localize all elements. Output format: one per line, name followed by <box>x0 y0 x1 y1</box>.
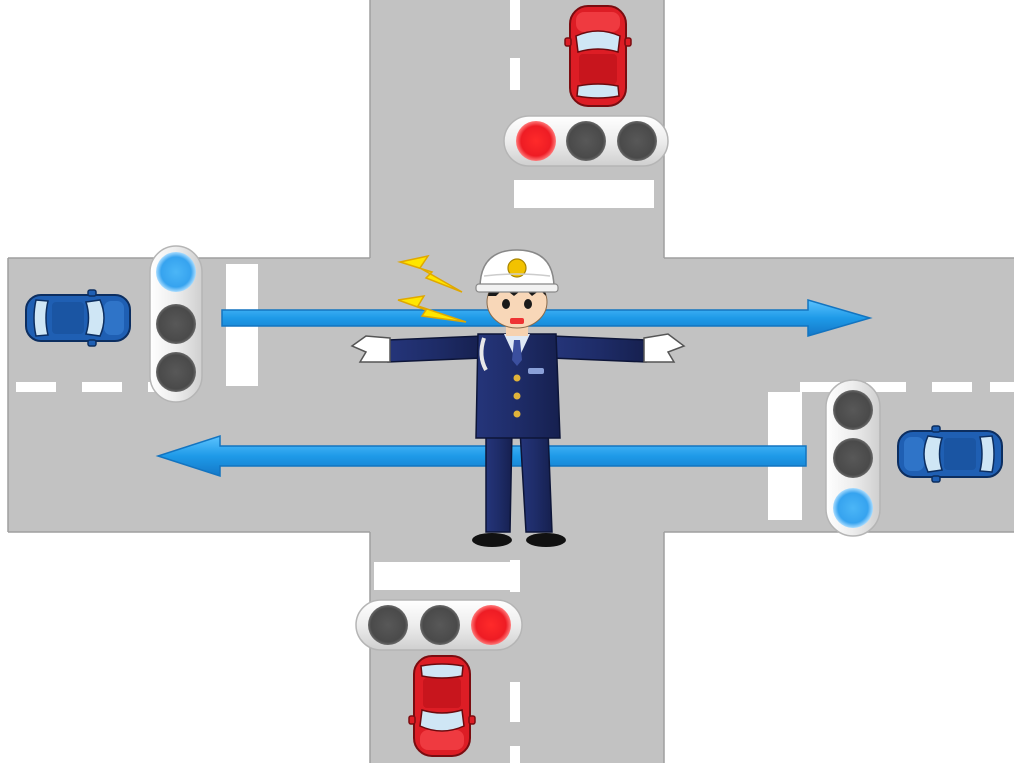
traffic-light-north-lamp-red <box>516 121 556 161</box>
stop-line-north <box>514 180 654 208</box>
traffic-officer-icon <box>350 249 686 547</box>
whistle-sound-icon <box>397 254 467 323</box>
traffic-light-east-lamp-blue <box>833 488 873 528</box>
helmet-badge-icon <box>507 258 527 278</box>
traffic-light-east <box>825 379 881 537</box>
eastbound-arrow <box>221 299 873 337</box>
traffic-light-south <box>355 599 523 651</box>
traffic-light-west <box>149 245 203 403</box>
westbound-arrow <box>155 434 807 478</box>
traffic-light-south-lamp-red <box>471 605 511 645</box>
car-south-icon <box>408 655 476 757</box>
whistle-icon <box>510 318 524 324</box>
lane-markings <box>16 0 1014 763</box>
traffic-light-west-lamp-blue <box>156 252 196 292</box>
traffic-light-north <box>503 115 669 167</box>
car-north-icon <box>564 5 632 107</box>
stop-line-south <box>374 562 514 590</box>
car-east-icon <box>897 425 1003 483</box>
car-west-icon <box>25 289 131 347</box>
